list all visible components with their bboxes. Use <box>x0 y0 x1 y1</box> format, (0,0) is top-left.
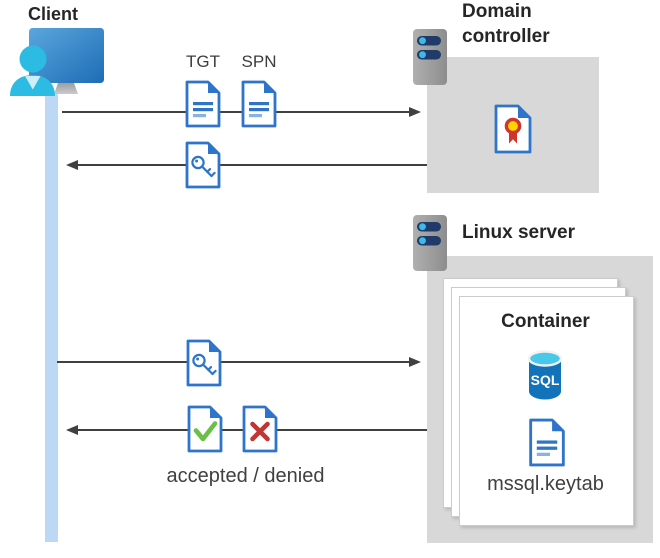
person-collar <box>25 76 41 90</box>
arrow-client-to-dc-head <box>409 107 421 117</box>
linux-server-label: Linux server <box>462 222 575 243</box>
key-ticket-document-icon <box>185 141 221 189</box>
arrow-dc-to-client-head <box>66 160 78 170</box>
sql-text: SQL <box>531 372 560 388</box>
domain-controller-label: Domain controller <box>462 1 550 47</box>
user-at-monitor-icon <box>10 28 104 96</box>
person-head <box>19 45 47 73</box>
server-icon <box>413 29 447 85</box>
key-ticket-document-icon <box>186 339 222 387</box>
client-lifeline <box>45 92 58 542</box>
container-label: Container <box>501 311 590 332</box>
spn-document-icon <box>241 80 277 128</box>
monitor-stand <box>54 83 78 94</box>
keytab-document-icon <box>529 418 565 467</box>
keytab-file-label: mssql.keytab <box>487 473 604 495</box>
spn-label: SPN <box>241 52 277 71</box>
arrow-client-to-dc-line <box>62 111 409 113</box>
arrow-linux-to-client-head <box>66 425 78 435</box>
accepted-denied-label: accepted / denied <box>166 465 325 487</box>
certificate-document-icon <box>494 104 532 154</box>
server-icon <box>413 215 447 271</box>
azure-sql-database-icon: SQL <box>527 350 563 400</box>
tgt-document-icon <box>185 80 221 128</box>
arrow-dc-to-client-line <box>78 164 427 166</box>
container-card-front <box>459 296 634 526</box>
tgt-label: TGT <box>186 52 220 71</box>
denied-document-icon <box>242 405 278 453</box>
client-label: Client <box>28 4 79 24</box>
accepted-document-icon <box>187 405 223 453</box>
arrow-client-to-linux-line <box>57 361 409 363</box>
arrow-client-to-linux-head <box>409 357 421 367</box>
monitor-screen <box>29 28 104 83</box>
